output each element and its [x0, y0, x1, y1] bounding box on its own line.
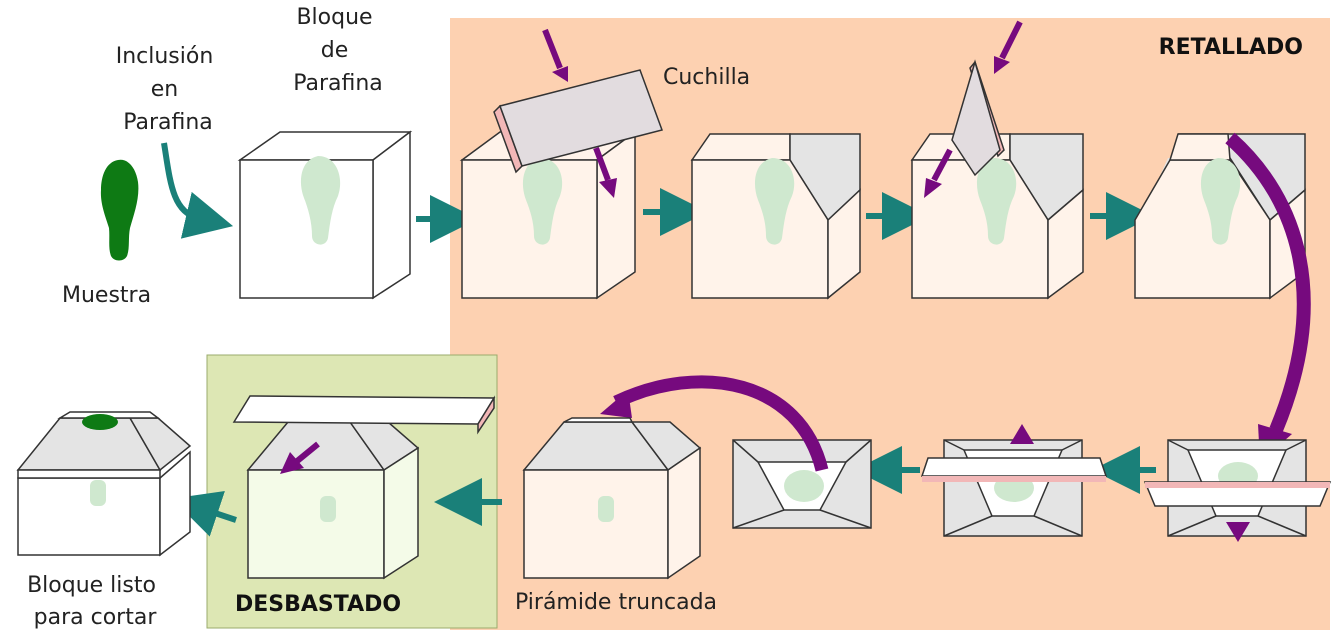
cut-arrow-2-head: [924, 178, 942, 198]
bloque-line-1: Bloque: [296, 5, 372, 30]
top-view-2: [920, 439, 1108, 537]
flip-arrow-bottom-head: [600, 390, 632, 418]
top-view-1: [1143, 439, 1332, 537]
final-block: [16, 411, 192, 557]
push-arrow-1: [542, 28, 563, 70]
paraffin-block: [237, 130, 413, 300]
arrow-desbastado-to-final: [171, 491, 237, 537]
bloque-line-3: Parafina: [293, 71, 383, 96]
listo-line-2: para cortar: [34, 605, 158, 630]
bloque-label: Bloque de Parafina: [293, 5, 383, 96]
push-arrow-2: [999, 20, 1023, 60]
down-arrow: [1226, 522, 1250, 542]
cut-arrow-1-head: [599, 178, 617, 198]
cut-arrow-3: [294, 441, 320, 465]
desbastado-block: [232, 395, 496, 580]
exposed-sample: [82, 414, 118, 430]
cut-arrow-3-head: [280, 452, 304, 474]
listo-line-1: Bloque listo: [27, 573, 156, 598]
push-arrow-2-head: [994, 56, 1010, 74]
up-arrow: [1010, 424, 1034, 444]
muestra-label: Muestra: [62, 283, 151, 308]
desbastado-label: DESBASTADO: [235, 592, 401, 617]
sample-specimen: [100, 159, 139, 261]
push-arrow-1-head: [552, 66, 568, 82]
blade-2: [951, 59, 1005, 177]
cuchilla-label: Cuchilla: [663, 65, 750, 90]
inclusion-label: Inclusión en Parafina: [116, 44, 221, 135]
inclusion-arrow: [161, 142, 234, 239]
block-trim-3: [910, 133, 1084, 300]
inclusion-line-2: en: [151, 77, 178, 102]
blade-1: [493, 69, 663, 174]
inclusion-line-3: Parafina: [123, 110, 213, 135]
block-trim-2: [690, 133, 861, 300]
bloque-line-2: de: [321, 38, 349, 63]
flip-arrow-bottom: [613, 375, 829, 472]
step-arrows-top: [416, 188, 1154, 243]
truncated-pyramid: [522, 417, 702, 580]
top-view-3: [732, 439, 872, 529]
cut-arrow-1: [593, 146, 611, 182]
retallado-label: RETALLADO: [1159, 35, 1303, 60]
flip-arrow-right: [1225, 132, 1311, 433]
listo-label: Bloque listo para cortar: [27, 573, 163, 630]
inclusion-line-1: Inclusión: [116, 44, 214, 69]
piramide-label: Pirámide truncada: [515, 590, 717, 615]
cut-arrow-2: [931, 148, 953, 182]
